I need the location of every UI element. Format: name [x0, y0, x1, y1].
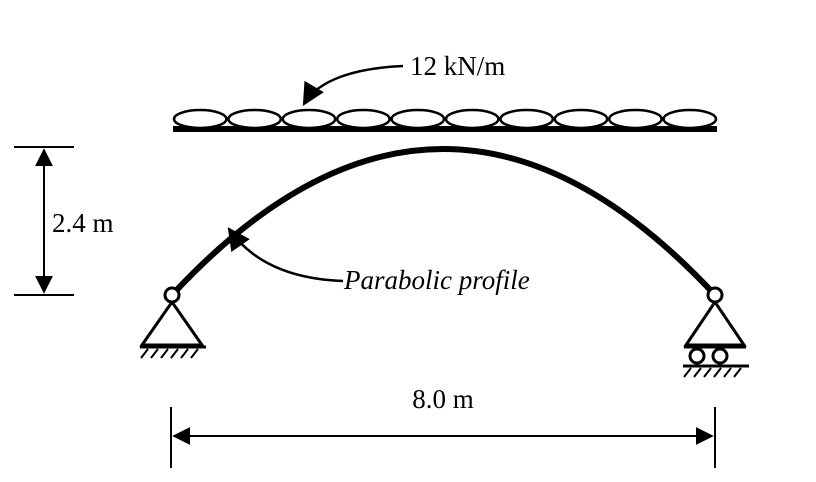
profile-pointer-arrow: [227, 227, 344, 283]
load-segment: [499, 108, 555, 130]
pin-support-left: [139, 286, 206, 359]
load-base-bar: [173, 126, 717, 132]
load-pointer-arrow: [302, 64, 404, 106]
distributed-load: [172, 108, 718, 132]
span-dimension: [170, 407, 716, 468]
arch-curve: [169, 146, 718, 298]
span-label: 8.0 m: [412, 384, 474, 414]
load-segment: [607, 108, 663, 130]
profile-label: Parabolic profile: [343, 265, 530, 295]
roller-wheel: [711, 347, 729, 365]
rise-dimension: [14, 146, 74, 296]
load-segment: [227, 108, 283, 130]
load-segments: [172, 108, 718, 130]
load-segment: [281, 108, 337, 130]
pin-right: [706, 286, 724, 304]
load-segment: [444, 108, 500, 130]
load-segment: [553, 108, 609, 130]
load-segment: [662, 108, 718, 130]
load-segment: [335, 108, 391, 130]
roller-support-right: [683, 286, 749, 378]
pin-left: [163, 286, 181, 304]
rise-label: 2.4 m: [52, 208, 114, 238]
load-segment: [172, 108, 228, 130]
roller-wheel: [688, 347, 706, 365]
load-segment: [390, 108, 446, 130]
load-label: 12 kN/m: [410, 51, 505, 81]
